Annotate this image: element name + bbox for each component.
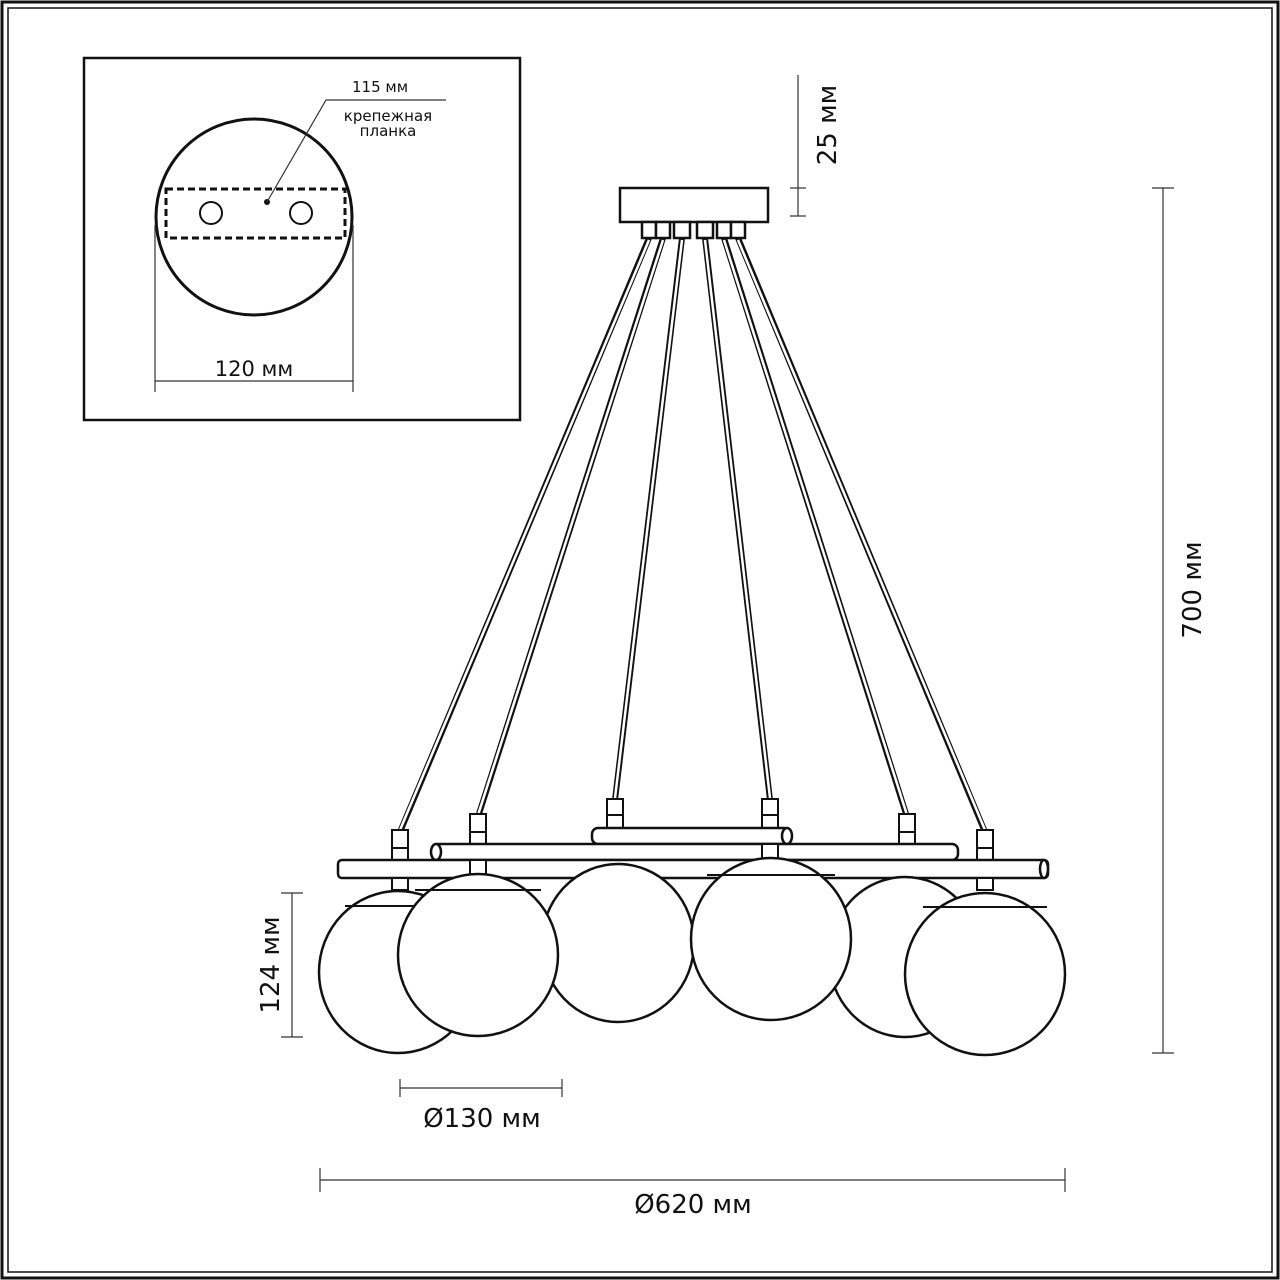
total-diameter-label: Ø620 мм: [634, 1190, 752, 1220]
inset-frame: [82, 56, 522, 422]
rod-connectors: [391, 798, 994, 861]
rod-sockets: [640, 220, 747, 240]
shade-diameter-dimension: Ø130 мм: [399, 1079, 563, 1134]
globe: [540, 862, 696, 1024]
canopy: [618, 186, 770, 224]
shade-diameter-label: Ø130 мм: [423, 1104, 541, 1134]
leader-line: [266, 99, 446, 203]
bar-label-line2: планка: [360, 122, 417, 140]
shade-height-dimension: 124 мм: [256, 892, 303, 1038]
total-diameter-dimension: Ø620 мм: [319, 1168, 1066, 1220]
suspension-rods: [397, 236, 988, 834]
glass-globes: [317, 856, 1067, 1057]
bar-label-line1: крепежная: [344, 107, 432, 125]
total-height-label: 700 мм: [1178, 541, 1208, 638]
shade-height-label: 124 мм: [256, 916, 286, 1013]
screw-hole: [289, 201, 313, 225]
globe: [396, 872, 560, 1038]
mounting-bar: [164, 187, 347, 240]
bar-length-label: 115 мм: [352, 78, 408, 96]
canopy-height-label: 25 мм: [813, 85, 843, 166]
frame-bars: [336, 826, 1050, 880]
screw-hole: [199, 201, 223, 225]
mount-inset: 115 мм крепежная планка 120 мм: [82, 56, 522, 422]
canopy-diameter-label: 120 мм: [215, 357, 293, 381]
globe: [903, 891, 1067, 1057]
globe: [689, 856, 853, 1022]
inner-frame: [7, 7, 1273, 1273]
canopy-plate: [154, 117, 354, 317]
canopy-height-dimension: 25 мм: [790, 75, 843, 217]
total-height-dimension: 700 мм: [1152, 187, 1208, 1054]
